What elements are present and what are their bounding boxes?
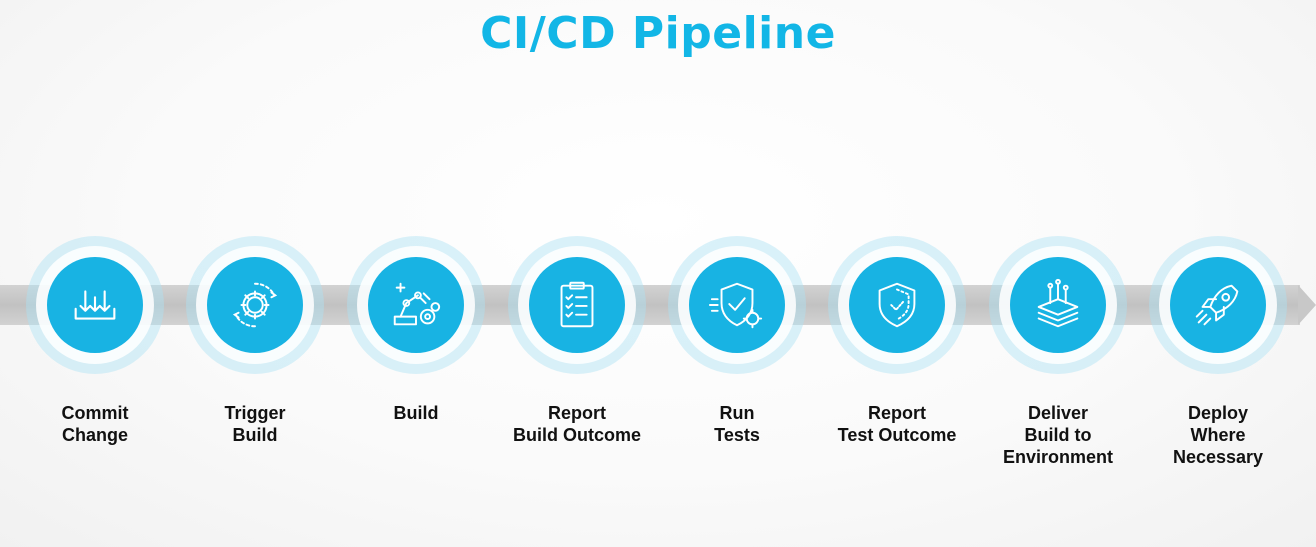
step-label: Report Build Outcome <box>512 403 641 445</box>
pipeline-track-arrowhead <box>1298 285 1316 325</box>
step-circle <box>1170 257 1266 353</box>
step-circle <box>689 257 785 353</box>
step-halo <box>1149 236 1287 374</box>
step-deploy: Deploy Where Necessary <box>1148 236 1288 468</box>
step-halo <box>347 236 485 374</box>
step-report-test-outcome: Report Test Outcome <box>827 236 967 446</box>
step-label: Report Test Outcome <box>837 403 957 445</box>
step-label: Commit Change <box>61 403 129 445</box>
step-build: Build <box>346 236 486 424</box>
step-trigger-build: Trigger Build <box>185 236 325 446</box>
step-circle <box>1010 257 1106 353</box>
step-halo <box>828 236 966 374</box>
step-halo <box>186 236 324 374</box>
step-circle <box>207 257 303 353</box>
step-commit-change: Commit Change <box>25 236 165 446</box>
step-halo <box>668 236 806 374</box>
step-halo <box>989 236 1127 374</box>
step-label: Deliver Build to Environment <box>1002 403 1113 467</box>
step-report-build-outcome: Report Build Outcome <box>507 236 647 446</box>
clipboard-checklist-icon <box>560 281 594 328</box>
step-circle <box>529 257 625 353</box>
step-deliver-build: Deliver Build to Environment <box>988 236 1128 468</box>
step-label: Trigger Build <box>224 403 286 445</box>
step-circle <box>368 257 464 353</box>
step-circle <box>47 257 143 353</box>
page-title: CI/CD Pipeline <box>480 8 836 59</box>
step-halo <box>26 236 164 374</box>
layered-stack-icon <box>1037 278 1079 328</box>
shield-check-gear-icon <box>708 282 763 329</box>
step-label: Run Tests <box>714 403 760 445</box>
robot-arm-gears-icon <box>393 282 441 326</box>
step-circle <box>849 257 945 353</box>
download-arrows-icon <box>74 290 116 320</box>
step-label: Build <box>393 403 439 423</box>
step-halo <box>508 236 646 374</box>
step-run-tests: Run Tests <box>667 236 807 446</box>
rocket-icon <box>1195 284 1239 326</box>
gear-trigger-icon <box>232 282 278 328</box>
step-label: Deploy Where Necessary <box>1172 403 1264 467</box>
shield-outline-icon <box>878 282 916 328</box>
